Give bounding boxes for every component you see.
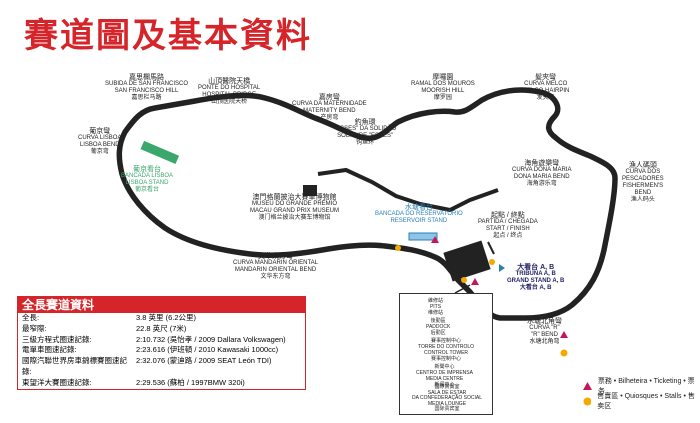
label-start-finish: 起點 / 終點 PARTIDA / CHEGADA START / FINISH… [478, 212, 538, 239]
reservoir-stand-marker [408, 232, 438, 241]
label-mandarin-oriental: 文華東方彎 CURVA MANDARIN ORIENTAL MANDARIN O… [233, 253, 319, 280]
label-melco-hairpin: 髮夾彎 CURVA MELCO MELCO HAIRPIN 发夹弯 [522, 74, 570, 101]
label-reservoir-stand: 水塘看台 BANCADA DO RESERVATÓRIO RESERVOIR S… [375, 204, 463, 224]
info-row: 全長:3.8 英里 (6.2公里) [22, 313, 197, 322]
label-dona-maria: 海角遊樂彎 CURVA DONA MARIA DONA MARIA BEND 海… [512, 160, 572, 187]
label-lisboa-stand: 葡京看台 BANCADA LISBOA LISBOA STAND 葡京看台 [121, 166, 174, 193]
pit-connector [454, 284, 471, 294]
kiosk-icon [395, 245, 401, 251]
label-grandstand: 大看台 A, B TRIBUNA A, B GRAND STAND A, B 大… [507, 264, 565, 291]
label-moorish-hill: 摩囉園 RAMAL DOS MOUROS MOORISH HILL 摩罗园 [411, 74, 475, 101]
label-maternity: 嘉房彎 CURVA DA MATERNIDADE MATERNITY BEND … [292, 94, 367, 121]
kiosk-icon [583, 397, 592, 405]
label-r-bend: 水塘北角彎 CURVA "R" "R" BEND 水塘北角弯 [527, 318, 562, 345]
info-row: 國際汽聯世界房車錦標賽圈速記錄:2:32.076 (蒙迪路 / 2009 SEA… [22, 356, 272, 376]
label-san-francisco: 嘉思欄馬路 SUBIDA DE SAN FRANCISCO SAN FRANCI… [105, 74, 189, 101]
info-row: 最窄際:22.8 英尺 (7米) [22, 323, 187, 333]
ticket-icon [471, 278, 479, 285]
label-hospital-bridge: 山頂醫院天橋 PONTE DO HOSPITAL HOSPITAL BRIDGE… [198, 78, 261, 105]
info-row: 東望洋大賽圈速記錄:2:29.536 (蘇柏 / 1997BMW 320i) [22, 377, 245, 387]
label-esses: 釣魚環 "ESSES" DA SOLIDÃO SOLITUDE "ESSES" … [334, 119, 397, 146]
ticket-icon [431, 236, 439, 243]
track-line [116, 87, 618, 321]
legend-kiosks: 售賣區 • Quiosques • Stalls • 售卖区 [583, 391, 700, 411]
legend-ticketing: 票務 • Bilheteira • Ticketing • 票务 [583, 376, 700, 396]
info-row: 三級方程式圈速記錄:2:10.732 (吳怡孝 / 2009 Dallara V… [22, 334, 286, 344]
grandstand-marker [443, 240, 491, 282]
ticket-icon [583, 382, 592, 390]
page-title: 賽道圖及基本資料 [24, 16, 312, 56]
arrow-icon [499, 264, 505, 272]
track-inner-segment [317, 167, 499, 213]
lisboa-stand-marker [140, 140, 180, 165]
start-finish-line [487, 241, 495, 255]
label-fishermens-bend: 漁人碼頭 CURVA DOS PESCADORES FISHERMEN'S BE… [622, 162, 664, 203]
circuit-info-panel: 全長賽道資料 全長:3.8 英里 (6.2公里) 最窄際:22.8 英尺 (7米… [17, 296, 306, 390]
kiosk-icon [560, 349, 568, 357]
kiosk-icon [489, 259, 495, 265]
info-header: 全長賽道資料 [18, 297, 305, 313]
label-lisboa-bend: 葡京彎 CURVA LISBOA LISBOA BEND 葡京弯 [78, 128, 122, 155]
ticket-icon [560, 331, 568, 338]
info-row: 電單車圈速記錄:2:23.616 (伊班頓 / 2010 Kawasaki 10… [22, 345, 279, 355]
label-museum: 澳門格蘭披治大賽車博物館 MUSEU DO GRANDE PRÉMIO MACA… [250, 194, 340, 221]
kiosk-icon [461, 277, 467, 283]
museum-marker [303, 185, 317, 196]
